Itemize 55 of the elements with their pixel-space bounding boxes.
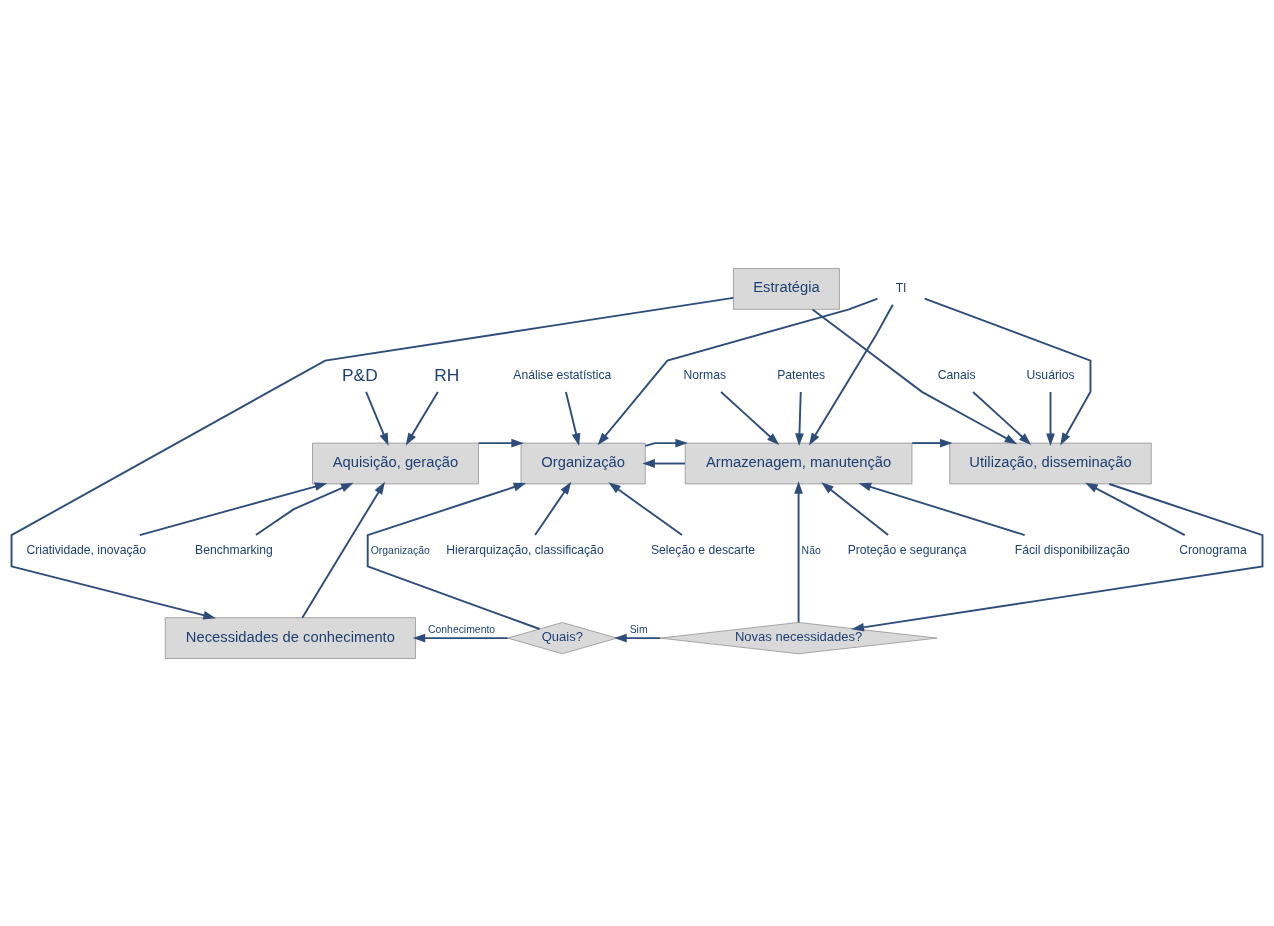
arrow xyxy=(923,297,1092,445)
arrow xyxy=(10,296,735,619)
arrow xyxy=(851,482,1264,632)
arrow xyxy=(795,390,804,446)
arrow xyxy=(644,438,688,447)
arrow xyxy=(614,633,662,642)
node-text: Análise estatística xyxy=(513,367,612,382)
node-text: TI xyxy=(895,280,907,295)
arrow xyxy=(642,458,686,468)
node-text: Proteção e segurança xyxy=(847,542,967,557)
node-text: Normas xyxy=(683,367,727,382)
arrow xyxy=(608,481,683,536)
arrow xyxy=(365,390,389,446)
arrow xyxy=(1085,482,1186,536)
node-text: Criatividade, inovação xyxy=(26,542,147,557)
arrow xyxy=(1046,390,1055,446)
arrow xyxy=(564,390,581,446)
arrow xyxy=(972,390,1032,445)
arrow xyxy=(412,633,509,642)
arrow xyxy=(301,481,385,619)
node-text: Patentes xyxy=(777,367,826,382)
node-text: Benchmarking xyxy=(195,542,273,557)
arrow xyxy=(254,482,354,536)
arrow xyxy=(858,482,1026,536)
node-box: Organização xyxy=(520,442,646,484)
edge-label: Sim xyxy=(629,623,648,635)
arrow xyxy=(138,481,328,536)
node-box: Aquisição, geração xyxy=(312,442,479,484)
edge-label: Conhecimento xyxy=(428,623,496,635)
arrow xyxy=(794,480,803,623)
arrow xyxy=(534,481,572,536)
node-text: P&D xyxy=(342,364,378,385)
node-text: Hierarquização, classificação xyxy=(446,542,604,557)
node-text: Cronograma xyxy=(1179,542,1247,557)
node-box: Estratégia xyxy=(733,267,840,310)
arrow xyxy=(477,438,524,447)
arrow xyxy=(366,482,541,630)
node-box: Necessidades de conhecimento xyxy=(164,616,416,659)
node-box: Utilização, disseminação xyxy=(949,442,1152,484)
arrow xyxy=(597,297,879,445)
arrow xyxy=(821,481,890,536)
node-text: RH xyxy=(434,364,460,385)
node-text: Usuários xyxy=(1026,367,1075,382)
node-box: Armazenagem, manutenção xyxy=(684,442,913,484)
edge-label: Organização xyxy=(370,544,430,555)
node-diamond: Quais? xyxy=(507,621,618,654)
edge-label: Não xyxy=(801,544,821,555)
arrow xyxy=(809,303,894,445)
arrow xyxy=(720,390,780,445)
node-text: Seleção e descarte xyxy=(650,542,756,557)
node-text: Fácil disponibilização xyxy=(1014,542,1130,557)
node-text: Canais xyxy=(937,367,976,382)
arrow xyxy=(811,308,1018,444)
arrow xyxy=(405,390,439,446)
arrow xyxy=(911,438,953,447)
